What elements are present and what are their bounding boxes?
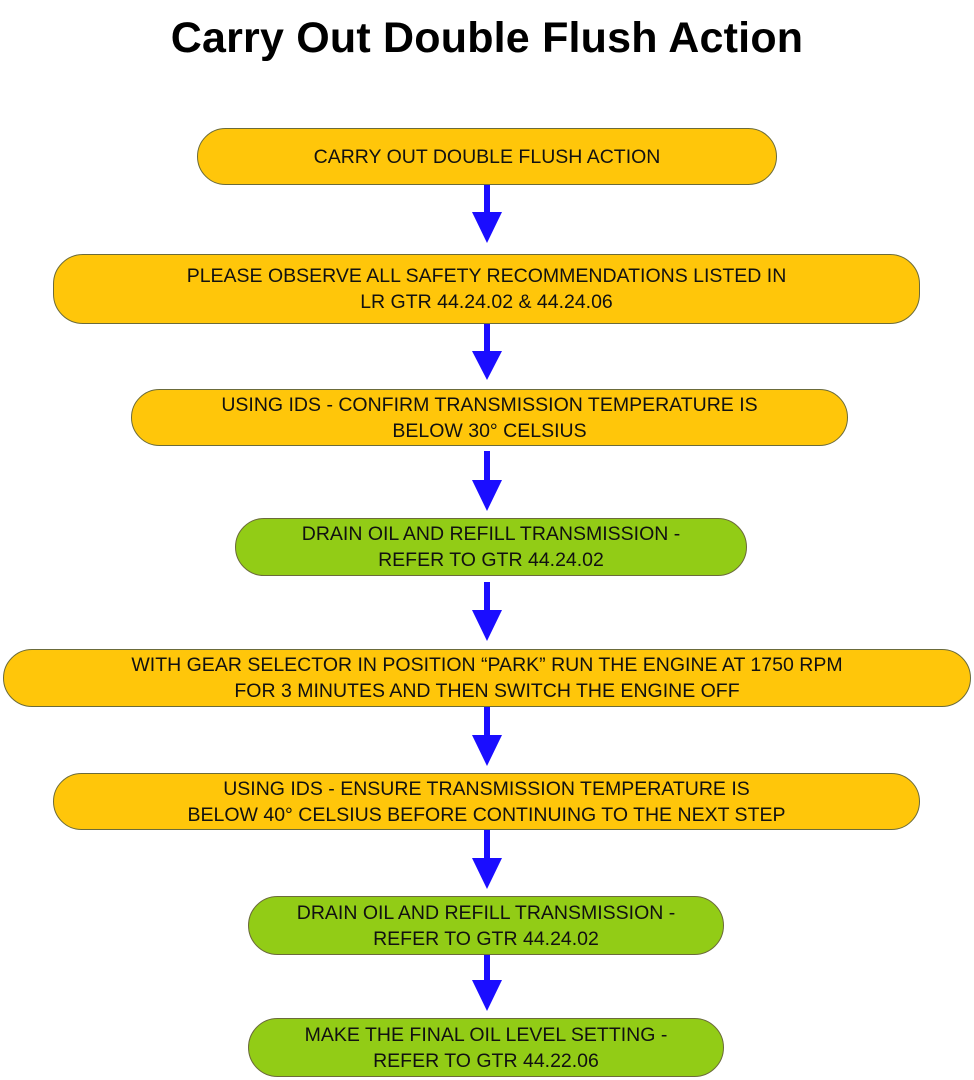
flow-step-8: MAKE THE FINAL OIL LEVEL SETTING - REFER… [248, 1018, 724, 1077]
flow-step-3: USING IDS - CONFIRM TRANSMISSION TEMPERA… [131, 389, 848, 446]
arrow-down-icon [472, 582, 502, 641]
arrow-down-icon [472, 451, 502, 511]
flow-step-7: DRAIN OIL AND REFILL TRANSMISSION - REFE… [248, 896, 724, 955]
arrow-down-icon [472, 707, 502, 766]
flow-step-1: CARRY OUT DOUBLE FLUSH ACTION [197, 128, 777, 185]
arrow-down-icon [472, 324, 502, 380]
arrow-down-icon [472, 830, 502, 889]
flow-step-4: DRAIN OIL AND REFILL TRANSMISSION - REFE… [235, 518, 747, 576]
arrow-down-icon [472, 955, 502, 1011]
flow-step-5: WITH GEAR SELECTOR IN POSITION “PARK” RU… [3, 649, 971, 707]
flow-step-6: USING IDS - ENSURE TRANSMISSION TEMPERAT… [53, 773, 920, 830]
flow-step-2: PLEASE OBSERVE ALL SAFETY RECOMMENDATION… [53, 254, 920, 324]
page-title: Carry Out Double Flush Action [170, 14, 804, 62]
arrow-down-icon [472, 185, 502, 243]
